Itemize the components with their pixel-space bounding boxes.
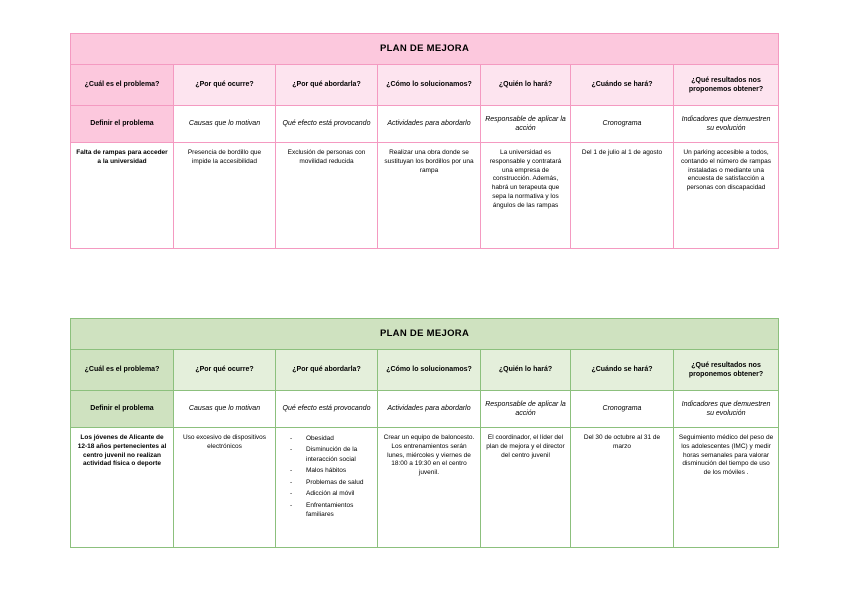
subheader-definir-problema: Definir el problema	[70, 390, 174, 428]
header-por-que-abordarla: ¿Por qué abordarla?	[275, 64, 378, 106]
header-problema: ¿Cuál es el problema?	[70, 349, 174, 391]
header-quien-lo-hara: ¿Quién lo hará?	[480, 64, 571, 106]
subheader-definir-problema: Definir el problema	[70, 105, 174, 143]
header-como-solucionamos: ¿Cómo lo solucionamos?	[377, 64, 481, 106]
list-item: Adicción al móvil	[290, 489, 371, 499]
list-item: Disminución de la interacción social	[290, 445, 371, 464]
cell-actividades: Realizar una obra donde se sustituyan lo…	[377, 142, 481, 249]
plan-mejora-table-green: PLAN DE MEJORA ¿Cuál es el problema? ¿Po…	[69, 318, 780, 548]
subheader-causas: Causas que lo motivan	[173, 105, 276, 143]
table-title: PLAN DE MEJORA	[69, 33, 780, 65]
table-row: Falta de rampas para acceder a la univer…	[70, 142, 780, 249]
list-item: Enfrentamientos familiares	[290, 501, 371, 520]
header-problema: ¿Cuál es el problema?	[70, 64, 174, 106]
header-quien-lo-hara: ¿Quién lo hará?	[480, 349, 571, 391]
cell-cronograma: Del 30 de octubre al 31 de marzo	[570, 427, 674, 548]
list-item: Problemas de salud	[290, 478, 371, 488]
header-por-que-ocurre: ¿Por qué ocurre?	[173, 64, 276, 106]
subheader-actividades: Actividades para abordarlo	[377, 390, 481, 428]
subheader-efecto: Qué efecto está provocando	[275, 390, 378, 428]
subheader-efecto: Qué efecto está provocando	[275, 105, 378, 143]
cell-problema: Los jóvenes de Alicante de 12-18 años pe…	[70, 427, 174, 548]
header-por-que-abordarla: ¿Por qué abordarla?	[275, 349, 378, 391]
cell-indicadores: Seguimiento médico del peso de los adole…	[672, 427, 780, 548]
cell-indicadores: Un parking accesible a todos, contando e…	[672, 142, 780, 249]
cell-responsable: El coordinador, el líder del plan de mej…	[480, 427, 571, 548]
subheader-indicadores: Indicadores que demuestren su evolución	[672, 105, 780, 143]
table-subheader-row: Definir el problema Causas que lo motiva…	[70, 105, 780, 143]
subheader-causas: Causas que lo motivan	[173, 390, 276, 428]
subheader-cronograma: Cronograma	[570, 105, 674, 143]
table-title: PLAN DE MEJORA	[69, 318, 780, 350]
table-row: Los jóvenes de Alicante de 12-18 años pe…	[70, 427, 780, 548]
list-item: Malos hábitos	[290, 466, 371, 476]
header-por-que-ocurre: ¿Por qué ocurre?	[173, 349, 276, 391]
cell-efecto: ObesidadDisminución de la interacción so…	[275, 427, 378, 548]
cell-efecto: Exclusión de personas con movilidad redu…	[275, 142, 378, 249]
table-header-row: ¿Cuál es el problema? ¿Por qué ocurre? ¿…	[70, 64, 780, 106]
cell-causa: Uso excesivo de dispositivos electrónico…	[173, 427, 276, 548]
cell-responsable: La universidad es responsable y contrata…	[480, 142, 571, 249]
subheader-responsable: Responsable de aplicar la acción	[480, 105, 571, 143]
table-title-row: PLAN DE MEJORA	[69, 318, 780, 350]
effects-bullet-list: ObesidadDisminución de la interacción so…	[280, 434, 373, 519]
list-item: Obesidad	[290, 434, 371, 444]
subheader-responsable: Responsable de aplicar la acción	[480, 390, 571, 428]
header-cuando-se-hara: ¿Cuándo se hará?	[570, 64, 674, 106]
subheader-cronograma: Cronograma	[570, 390, 674, 428]
subheader-indicadores: Indicadores que demuestren su evolución	[672, 390, 780, 428]
header-que-resultados: ¿Qué resultados nos proponemos obtener?	[672, 349, 780, 391]
table-header-row: ¿Cuál es el problema? ¿Por qué ocurre? ¿…	[70, 349, 780, 391]
header-como-solucionamos: ¿Cómo lo solucionamos?	[377, 349, 481, 391]
header-cuando-se-hara: ¿Cuándo se hará?	[570, 349, 674, 391]
table-subheader-row: Definir el problema Causas que lo motiva…	[70, 390, 780, 428]
cell-causa: Presencia de bordillo que impide la acce…	[173, 142, 276, 249]
cell-cronograma: Del 1 de julio al 1 de agosto	[570, 142, 674, 249]
header-que-resultados: ¿Qué resultados nos proponemos obtener?	[672, 64, 780, 106]
cell-problema: Falta de rampas para acceder a la univer…	[70, 142, 174, 249]
cell-actividades: Crear un equipo de baloncesto. Los entre…	[377, 427, 481, 548]
plan-mejora-table-pink: PLAN DE MEJORA ¿Cuál es el problema? ¿Po…	[69, 33, 780, 249]
table-title-row: PLAN DE MEJORA	[69, 33, 780, 65]
subheader-actividades: Actividades para abordarlo	[377, 105, 481, 143]
